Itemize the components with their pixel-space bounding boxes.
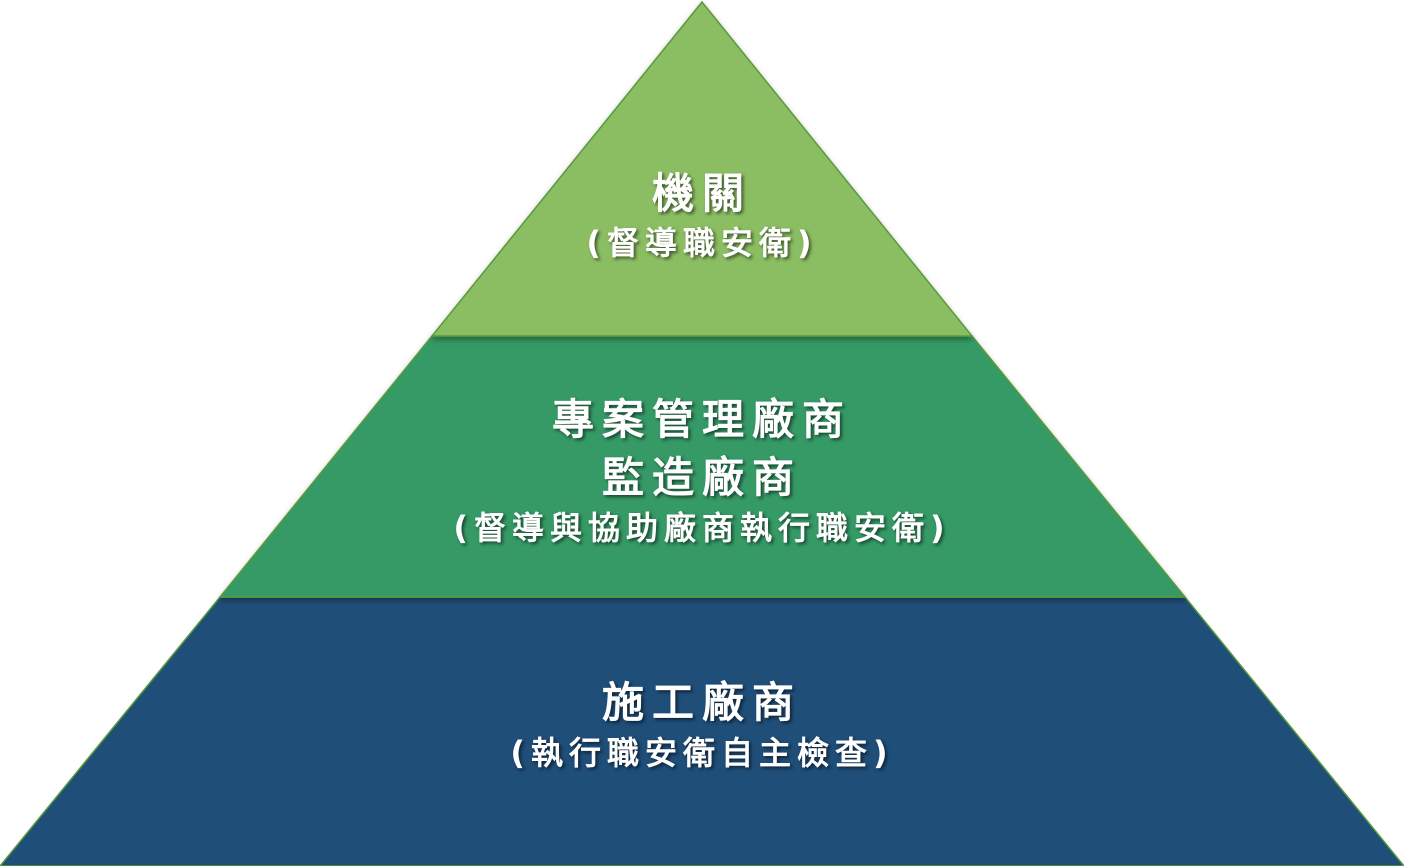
tier-bottom-title: 施工廠商 bbox=[601, 678, 802, 727]
tier-bottom-subtitle: (執行職安衛自主檢查) bbox=[510, 734, 894, 772]
tier-middle-subtitle: (督導與協助廠商執行職安衛) bbox=[453, 509, 951, 547]
tier-top-subtitle: (督導職安衛) bbox=[586, 224, 818, 262]
tier-top-shape bbox=[430, 0, 974, 337]
tier-middle-title-1: 專案管理廠商 bbox=[551, 395, 852, 444]
tier-top-title: 機關 bbox=[651, 169, 752, 218]
tier-middle-title-2: 監造廠商 bbox=[601, 453, 802, 502]
